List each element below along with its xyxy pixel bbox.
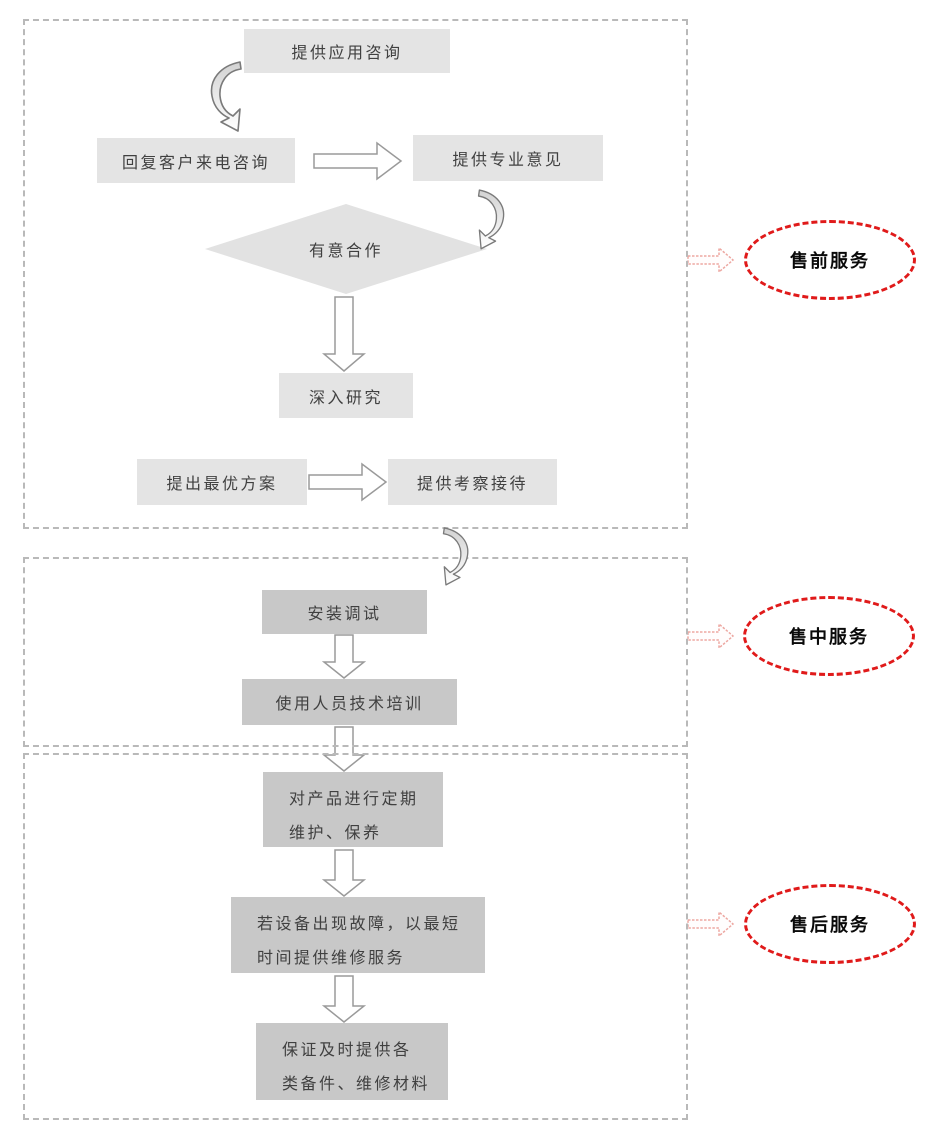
flow-box-line2: 类备件、维修材料 xyxy=(282,1076,431,1093)
curved-arrow-icon xyxy=(210,61,242,132)
flow-box-visit-reception: 提供考察接待 xyxy=(388,459,557,505)
flow-box-staff-training: 使用人员技术培训 xyxy=(242,679,457,725)
flow-box-install-debug: 安装调试 xyxy=(262,590,427,634)
badge-midsales: 售中服务 xyxy=(743,596,915,676)
decision-diamond-cooperate: 有意合作 xyxy=(205,204,487,294)
badge-label: 售后服务 xyxy=(790,915,870,935)
flow-box-label: 提出最优方案 xyxy=(166,476,278,493)
flow-box-deep-research: 深入研究 xyxy=(279,373,413,418)
down-arrow-icon xyxy=(322,296,366,372)
badge-presales: 售前服务 xyxy=(744,220,916,300)
flow-box-line1: 对产品进行定期 xyxy=(289,791,419,808)
flow-box-line2: 维护、保养 xyxy=(289,825,382,842)
flow-box-periodic-maintenance: 对产品进行定期 维护、保养 xyxy=(263,772,443,847)
down-arrow-icon xyxy=(322,726,366,772)
flow-box-best-plan: 提出最优方案 xyxy=(137,459,307,505)
flow-box-label: 安装调试 xyxy=(307,606,382,623)
flow-box-spare-parts: 保证及时提供各 类备件、维修材料 xyxy=(256,1023,448,1100)
right-arrow-icon xyxy=(308,462,388,502)
badge-arrow-icon xyxy=(687,246,735,274)
badge-label: 售前服务 xyxy=(790,251,870,271)
decision-label: 有意合作 xyxy=(308,243,383,260)
right-arrow-icon xyxy=(313,141,403,181)
down-arrow-icon xyxy=(322,975,366,1023)
badge-arrow-icon xyxy=(687,910,735,938)
badge-aftersales: 售后服务 xyxy=(744,884,916,964)
flow-box-line1: 若设备出现故障，以最短 xyxy=(257,916,461,933)
flow-box-app-consult: 提供应用咨询 xyxy=(244,29,450,73)
curved-arrow-icon xyxy=(477,189,505,250)
flow-box-label: 回复客户来电咨询 xyxy=(121,154,270,172)
flow-box-fault-repair: 若设备出现故障，以最短 时间提供维修服务 xyxy=(231,897,485,973)
flow-box-reply-call: 回复客户来电咨询 xyxy=(97,138,295,183)
flow-box-label: 提供应用咨询 xyxy=(291,45,403,62)
flow-box-label: 提供专业意见 xyxy=(452,152,564,169)
flow-box-label: 使用人员技术培训 xyxy=(275,696,424,713)
flow-box-line2: 时间提供维修服务 xyxy=(257,950,406,967)
flow-box-line1: 保证及时提供各 xyxy=(282,1042,412,1059)
down-arrow-icon xyxy=(322,634,366,679)
badge-arrow-icon xyxy=(687,622,735,650)
badge-label: 售中服务 xyxy=(789,627,869,647)
flow-box-label: 深入研究 xyxy=(308,389,383,407)
curved-arrow-icon xyxy=(442,527,469,586)
flow-box-pro-advice: 提供专业意见 xyxy=(413,135,603,181)
down-arrow-icon xyxy=(322,849,366,897)
flow-box-label: 提供考察接待 xyxy=(416,476,528,493)
